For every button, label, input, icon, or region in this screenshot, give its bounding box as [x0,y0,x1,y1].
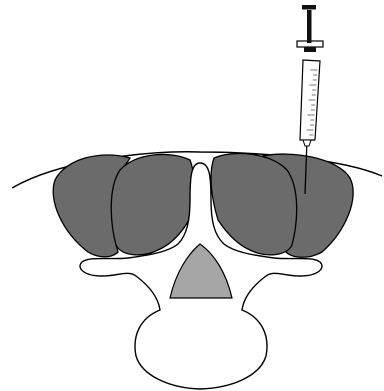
syringe-plunger-rod [307,10,312,43]
syringe-stopper [304,47,316,52]
syringe-plunger-top [302,5,316,10]
syringe-tip [303,140,311,146]
right-inner-muscle [211,154,297,255]
